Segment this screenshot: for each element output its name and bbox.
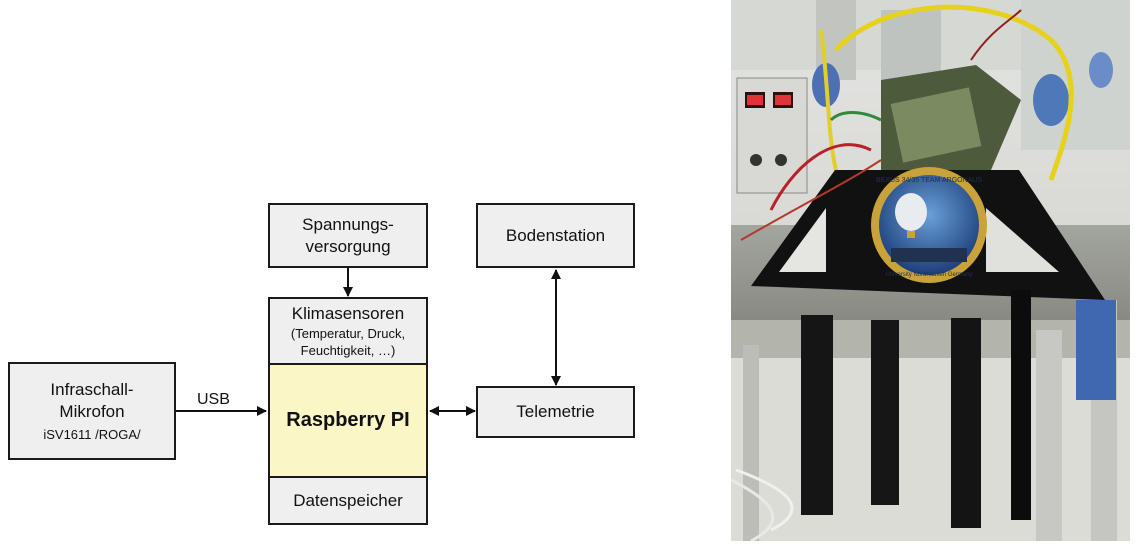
experiment-photo: BEXUS 34/35 TEAM ARGONAUS University Nor… <box>731 0 1130 541</box>
power-supply-label-2: versorgung <box>305 236 391 256</box>
strap <box>871 320 899 505</box>
chair-icon <box>1089 52 1113 88</box>
power-supply-label-1: Spannungs- <box>302 214 394 234</box>
diagram-arrows <box>176 268 561 416</box>
usb-label: USB <box>197 391 230 408</box>
power-supply-box: Spannungs- versorgung <box>268 203 428 268</box>
chair-icon <box>1033 74 1069 126</box>
infrasound-mic-label-1: Infraschall- <box>50 380 134 399</box>
ground-station-box: Bodenstation <box>476 203 635 268</box>
infrasound-mic-box: Infraschall- Mikrofon iSV1611 /ROGA/ <box>8 362 176 460</box>
ground-station-label: Bodenstation <box>505 225 606 245</box>
strap <box>951 318 981 528</box>
infrasound-mic-label-2: Mikrofon <box>59 402 125 421</box>
strap <box>801 315 833 515</box>
telemetry-label: Telemetrie <box>516 402 595 421</box>
data-storage-box: Datenspeicher <box>268 476 428 525</box>
climate-sensors-detail-1: (Temperatur, Druck, <box>290 326 406 341</box>
raspberry-pi-label: Raspberry PI <box>286 409 410 431</box>
telemetry-box: Telemetrie <box>476 386 635 438</box>
data-storage-label: Datenspeicher <box>293 490 403 510</box>
climate-sensors-detail-2: Feuchtigkeit, …) <box>300 343 396 358</box>
frame-leg <box>1011 290 1031 520</box>
badge-text-bottom: University Nordhausen Germany <box>885 272 972 278</box>
infrasound-mic-model: iSV1611 /ROGA/ <box>43 427 141 442</box>
climate-sensors-title: Klimasensoren <box>291 304 405 323</box>
yellow-cable <box>834 4 1074 181</box>
raspberry-pi-box: Raspberry PI <box>268 363 428 478</box>
badge-text-top: BEXUS 34/35 TEAM ARGONAUS <box>876 177 982 184</box>
